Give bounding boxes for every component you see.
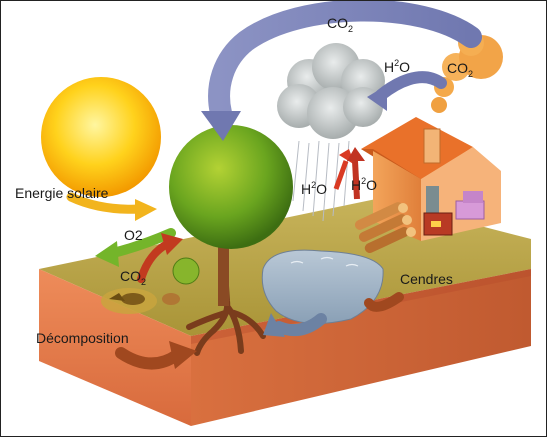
- lake: [261, 249, 384, 324]
- decomposition-arrow: [115, 341, 197, 370]
- h2o-to-cloud-arrow: [367, 71, 447, 111]
- solar-energy-arrow: [66, 192, 157, 221]
- label-co2-smoke: CO2: [447, 60, 473, 79]
- tree-trunk: [218, 201, 229, 306]
- label-solar-energy: Energie solaire: [15, 185, 109, 201]
- evaporation-arrows: [333, 147, 365, 200]
- label-ashes: Cendres: [400, 271, 453, 287]
- label-h2o-left: H2O: [301, 180, 327, 197]
- ashes-arrow: [263, 292, 404, 337]
- tree-roots: [186, 201, 266, 356]
- fallen-fruit: [172, 257, 200, 285]
- chimney: [423, 128, 441, 164]
- label-h2o-cloud: H2O: [384, 58, 410, 75]
- label-o2: O2: [124, 227, 143, 243]
- firewood-pile: [354, 202, 416, 254]
- armchair: [455, 200, 485, 220]
- ground-right-face: [191, 269, 531, 426]
- label-h2o-right: H2O: [351, 176, 377, 193]
- co2-decomposition-arrow: [137, 233, 183, 283]
- label-decomposition: Décomposition: [36, 330, 129, 346]
- house: [361, 117, 501, 241]
- tree-canopy: [169, 125, 293, 249]
- ground-left-face: [39, 269, 191, 426]
- decomposition-pile: [101, 288, 180, 314]
- sun-icon: [41, 77, 161, 197]
- cloud-icon: [277, 43, 385, 139]
- label-co2-top: CO2: [327, 15, 353, 34]
- co2-cycle-arrow: [201, 1, 482, 141]
- label-co2-decomposition: CO2: [120, 268, 146, 287]
